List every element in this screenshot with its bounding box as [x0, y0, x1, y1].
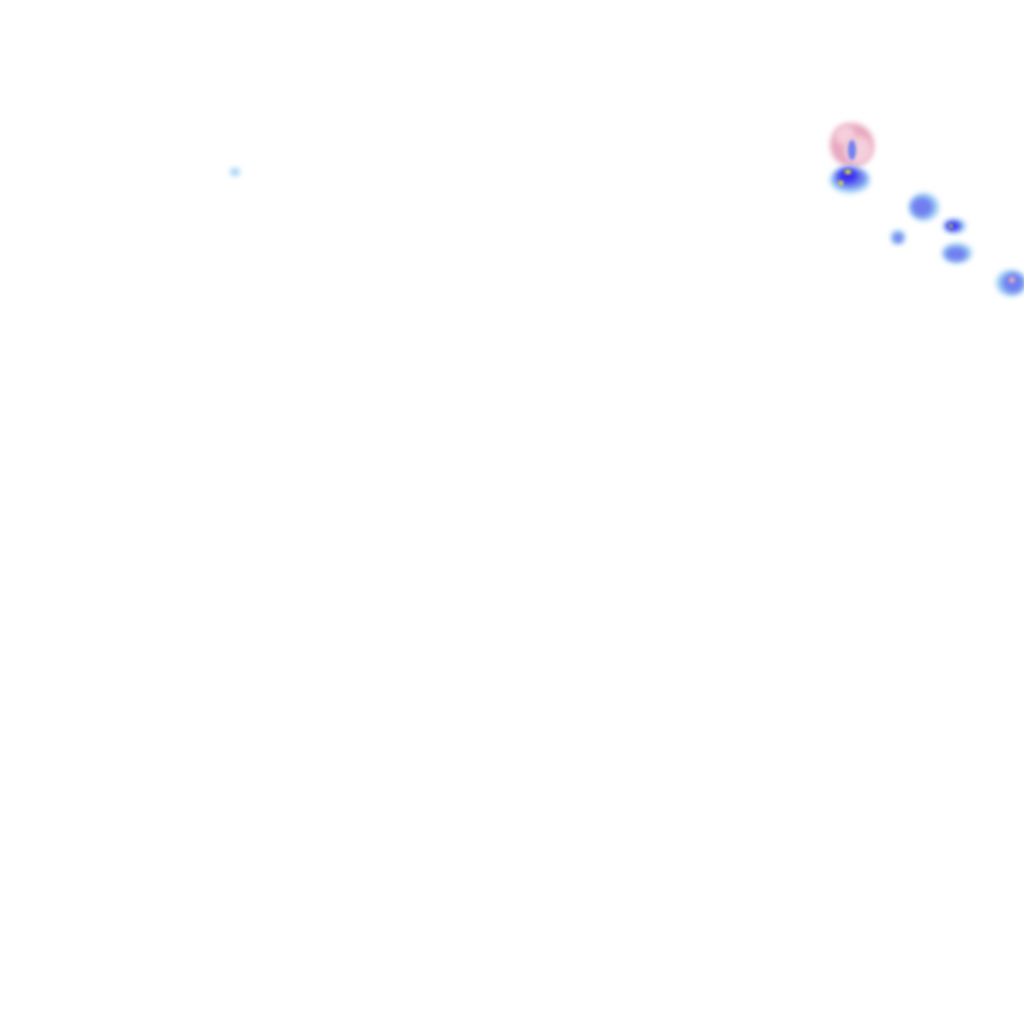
- echo-cell-north-rain: [830, 140, 870, 193]
- echo-cell-east: [944, 219, 966, 233]
- intense-spot: [839, 170, 851, 185]
- echo-cell-small: [891, 230, 905, 244]
- echo-cell-edge: [996, 270, 1024, 296]
- echo-cell-southeast: [942, 243, 972, 263]
- echo-cell-center: [909, 193, 939, 221]
- echo-cell-west: [230, 168, 240, 176]
